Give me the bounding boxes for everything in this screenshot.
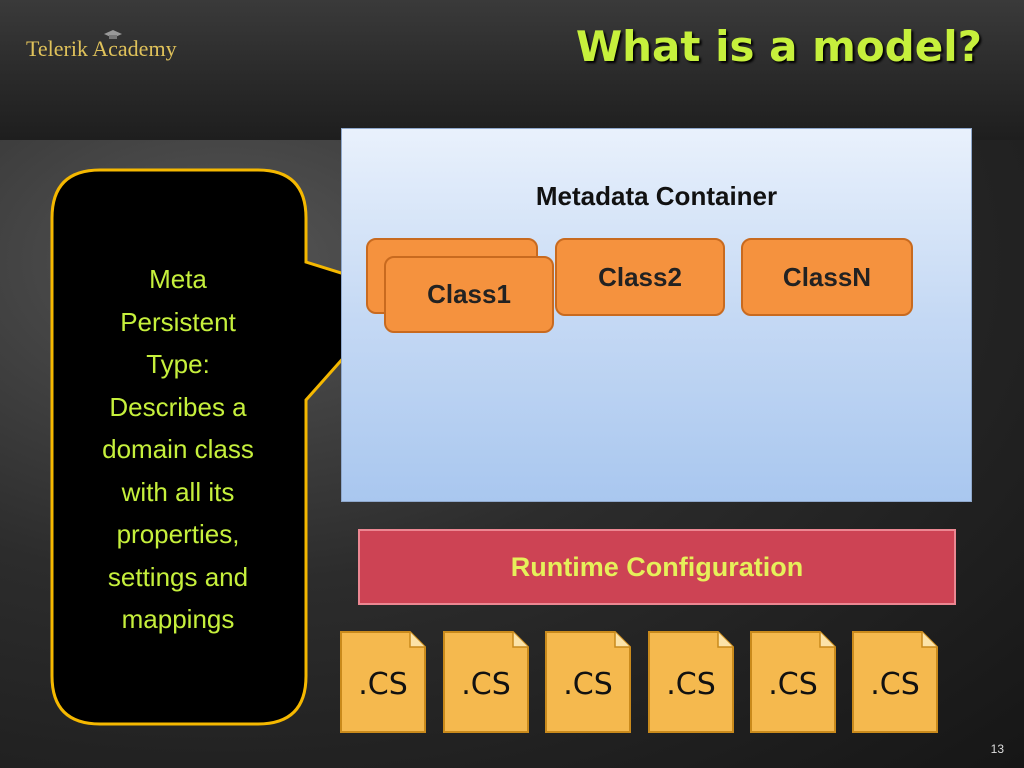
- class-box-class1: Class1: [384, 256, 554, 333]
- metadata-container-title: Metadata Container: [535, 181, 778, 211]
- file-icon: [750, 631, 836, 733]
- callout-line: Describes a: [109, 391, 247, 422]
- callout-line: with all its: [121, 476, 235, 507]
- page-title: What is a model?: [575, 22, 982, 71]
- file-label: .CS: [358, 667, 408, 702]
- file-label: .CS: [666, 667, 716, 702]
- callout-line: Type:: [146, 349, 210, 379]
- callout-line: Persistent: [120, 306, 236, 337]
- file-icon: [852, 631, 938, 733]
- file-icon: [340, 631, 426, 733]
- file-label: .CS: [768, 667, 818, 702]
- page-number: 13: [990, 742, 1004, 756]
- callout-line: settings and: [107, 561, 249, 592]
- cs-file: .CS: [545, 631, 631, 733]
- graduation-cap-icon: [104, 30, 122, 39]
- cs-file: .CS: [750, 631, 836, 733]
- callout-line: Meta: [149, 264, 207, 294]
- file-icon: [443, 631, 529, 733]
- cs-file: .CS: [852, 631, 938, 733]
- file-label: .CS: [870, 667, 920, 702]
- logo: Telerik Academy: [26, 30, 177, 62]
- logo-text: Telerik Academy: [26, 36, 177, 61]
- file-label: .CS: [461, 667, 511, 702]
- class-box-classn: ClassN: [741, 238, 913, 316]
- file-icon: [545, 631, 631, 733]
- callout-line: properties,: [116, 519, 240, 549]
- callout-text: Meta Persistent Type: Describes a domain…: [68, 258, 288, 641]
- file-icon: [648, 631, 734, 733]
- class-box-class2: Class2: [555, 238, 725, 316]
- cs-file: .CS: [340, 631, 426, 733]
- callout-line: domain class: [102, 434, 254, 464]
- cs-file: .CS: [648, 631, 734, 733]
- runtime-configuration-box: Runtime Configuration: [358, 529, 956, 605]
- file-label: .CS: [563, 667, 613, 702]
- callout-line: mappings: [121, 604, 235, 634]
- header-band: [0, 0, 1024, 140]
- cs-file: .CS: [443, 631, 529, 733]
